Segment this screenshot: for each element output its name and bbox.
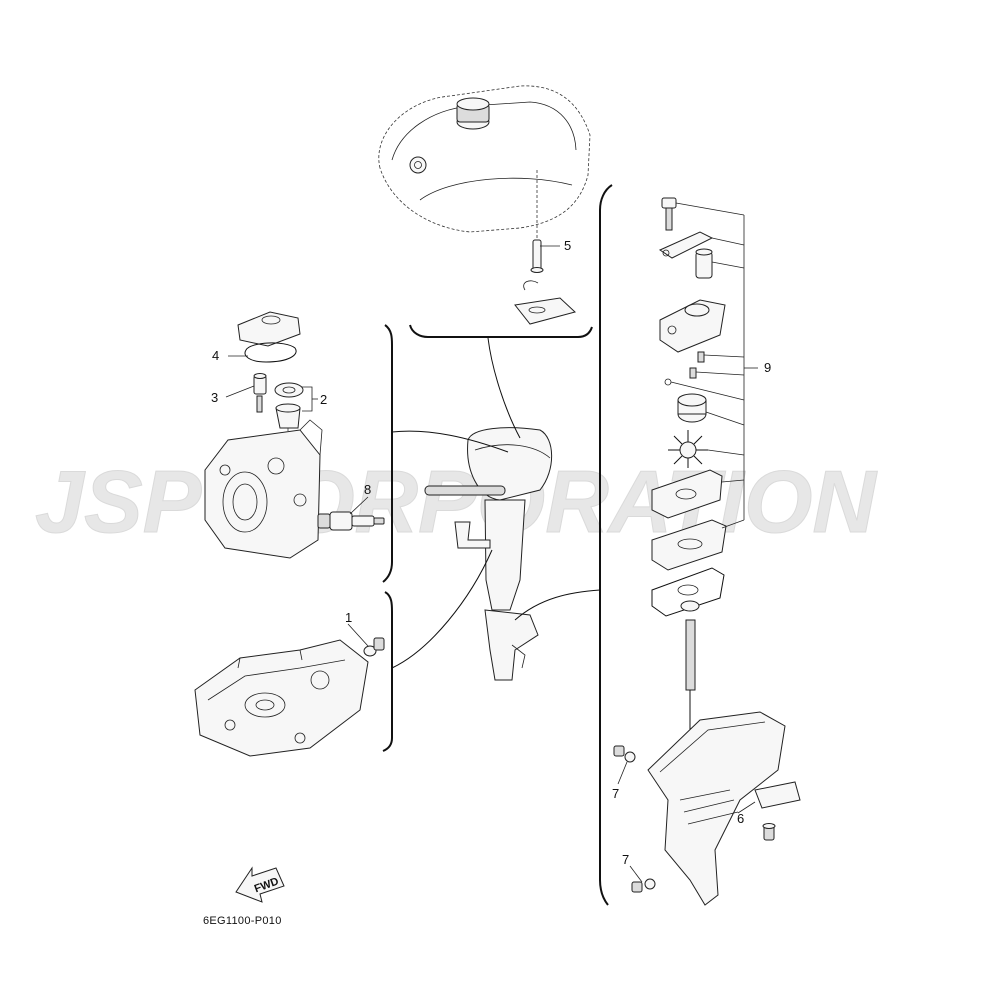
- seal-ring: [274, 382, 304, 398]
- tiller-handle: [424, 485, 506, 496]
- callout-3: 3: [211, 390, 218, 405]
- callout-2: 2: [320, 392, 327, 407]
- lower-gasket: [651, 567, 725, 617]
- screw-5: [532, 239, 542, 271]
- pump-plate: [651, 519, 727, 571]
- callout-9-fan: [670, 202, 758, 529]
- diagram-code: 6EG1100-P010: [203, 915, 282, 927]
- plug-7-upper: [613, 745, 636, 763]
- callout-labels: 1 2 3 4 5 6 7 7 8 9: [211, 238, 771, 867]
- group-brackets: [382, 184, 613, 906]
- gasket-4: [244, 342, 297, 363]
- callout-8: 8: [364, 482, 371, 497]
- callout-6: 6: [737, 811, 744, 826]
- leader-lines: [225, 202, 758, 883]
- fwd-arrow: FWD: [235, 866, 285, 903]
- callout-9: 9: [764, 360, 771, 375]
- lower-casing: [647, 711, 786, 906]
- callout-4: 4: [212, 348, 219, 363]
- water-pump-group: [613, 197, 801, 906]
- anode-6: [754, 781, 801, 809]
- bolt-top: [661, 197, 677, 231]
- plug-1: [363, 637, 385, 657]
- pump-housing: [659, 299, 726, 353]
- callout-1: 1: [345, 610, 352, 625]
- cylinder-block: [204, 429, 321, 559]
- cylinder-head-group: [204, 311, 385, 559]
- callout-7-upper: 7: [612, 786, 619, 801]
- oil-seal: [680, 600, 700, 612]
- spark-plug-8: [317, 511, 385, 531]
- callout-5: 5: [564, 238, 571, 253]
- callout-7-lower: 7: [622, 852, 629, 867]
- crankcase-group: [194, 637, 385, 757]
- lower-unit-mini: [484, 609, 539, 681]
- impeller: [668, 430, 708, 468]
- sleeve: [695, 251, 713, 279]
- drive-shaft: [685, 619, 696, 691]
- thermostat-cover: [237, 311, 301, 347]
- clamp-bracket: [454, 521, 491, 549]
- top-cowling-group: [378, 85, 591, 325]
- watermark-text: JSP CORPORATION: [35, 452, 878, 551]
- plug-7-lower: [631, 878, 656, 893]
- outer-plate-gasket: [651, 469, 723, 519]
